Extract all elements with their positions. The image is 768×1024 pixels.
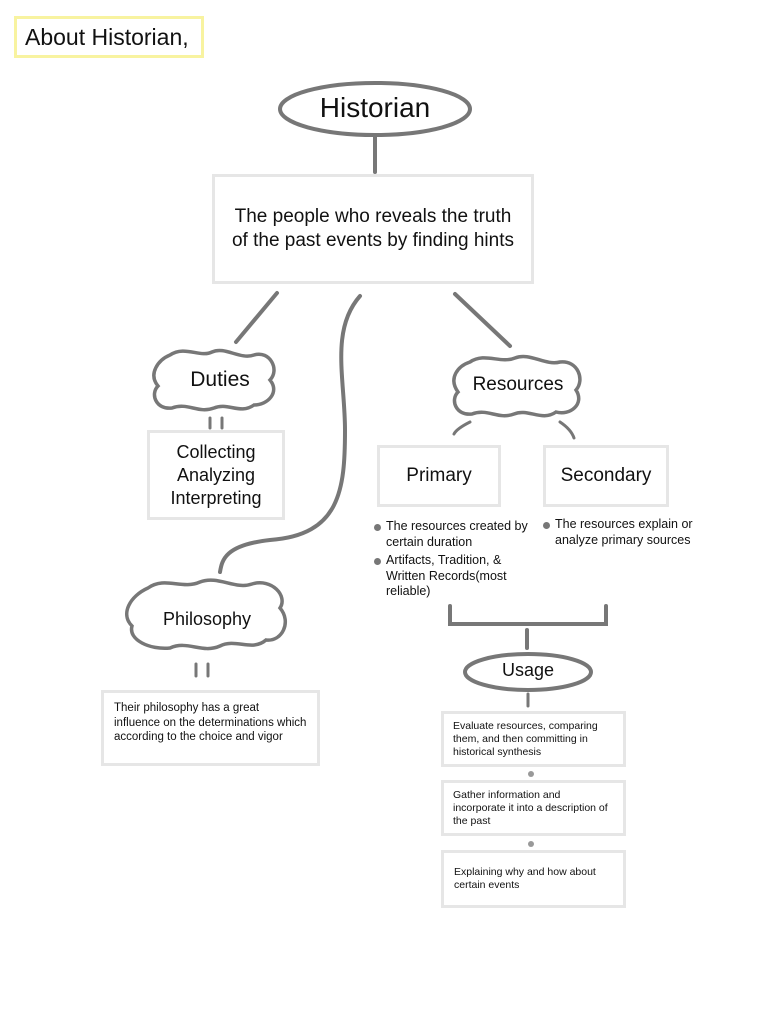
connector-resources-primary (452, 420, 472, 436)
historian-title: Historian (319, 92, 431, 123)
philosophy-description-box: Their philosophy has a great influence o… (101, 690, 320, 766)
connector-definition-resources (453, 292, 512, 348)
duties-cloud (152, 348, 276, 412)
secondary-label: Secondary (560, 465, 652, 486)
usage-step-text: Evaluate resources, comparing them, and … (453, 719, 598, 758)
philosophy-description: Their philosophy has a great influence o… (114, 702, 307, 743)
resources-cloud (452, 354, 582, 418)
primary-secondary-bracket (448, 604, 608, 626)
secondary-bullets: The resources explain or analyze primary… (543, 517, 703, 551)
duty-item: Interpreting (170, 487, 262, 508)
duty-item: Collecting (176, 441, 256, 462)
usage-label: Usage (501, 660, 555, 680)
usage-step-text: Explaining why and how about certain eve… (454, 866, 596, 891)
philosophy-cloud (125, 578, 287, 651)
connector-definition-philosophy (218, 294, 362, 574)
philosophy-label: Philosophy (162, 609, 252, 629)
duties-list-box: Collecting Analyzing Interpreting (147, 430, 285, 520)
definition-text: The people who reveals the truth of the … (231, 206, 514, 251)
usage-step-box: Gather information and incorporate it in… (441, 780, 626, 836)
usage-step-box: Explaining why and how about certain eve… (441, 850, 626, 908)
resources-label: Resources (472, 374, 564, 395)
duty-item: Analyzing (176, 464, 256, 485)
usage-oval (463, 652, 593, 692)
connector-resources-secondary (558, 420, 576, 440)
definition-box: The people who reveals the truth of the … (212, 174, 534, 284)
secondary-bullet: The resources explain or analyze primary… (543, 517, 703, 548)
secondary-box: Secondary (543, 445, 669, 507)
duties-label: Duties (190, 368, 250, 391)
usage-step-text: Gather information and incorporate it in… (453, 788, 608, 827)
step-dot-1 (528, 771, 534, 777)
connector-definition-duties (234, 291, 279, 344)
primary-label: Primary (406, 465, 472, 486)
step-dot-2 (528, 841, 534, 847)
primary-bullet: Artifacts, Tradition, & Written Records(… (374, 553, 534, 600)
usage-step-box: Evaluate resources, comparing them, and … (441, 711, 626, 767)
primary-box: Primary (377, 445, 501, 507)
page-title-tag: About Historian, (14, 16, 204, 58)
primary-bullet: The resources created by certain duratio… (374, 519, 534, 550)
primary-bullets: The resources created by certain duratio… (374, 519, 534, 603)
